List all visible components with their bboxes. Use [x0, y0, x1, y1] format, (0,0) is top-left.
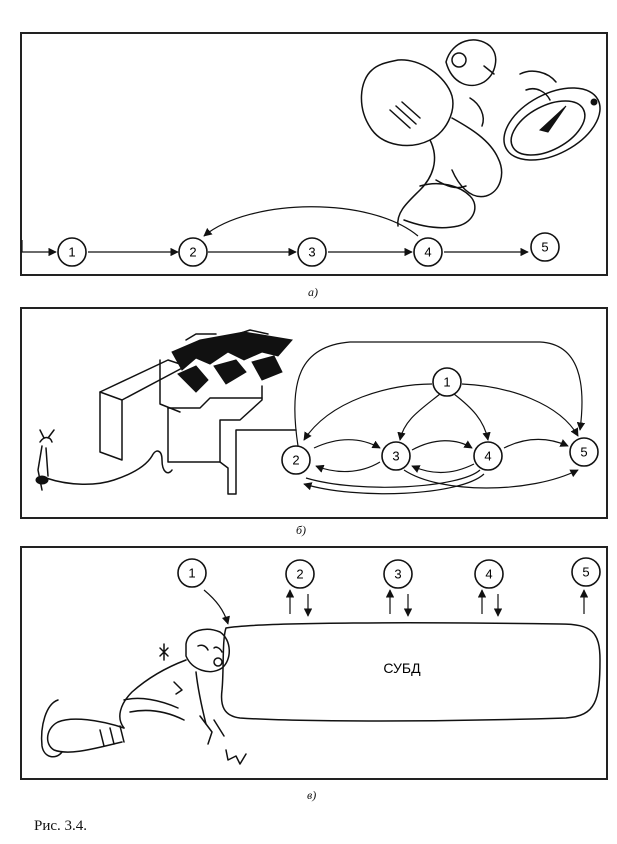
panel-b-node-3: 3 — [381, 441, 411, 471]
panel-c-caption: в) — [307, 788, 317, 802]
panel-c-dbms-label: СУБД — [383, 660, 421, 676]
panel-b-edge-3-5-bottom — [403, 469, 579, 489]
svg-text:2: 2 — [296, 567, 303, 582]
panel-c-node-5: 5 — [571, 557, 601, 587]
panel-b-edge-1-4 — [453, 393, 491, 441]
panel-a-node-3: 3 — [297, 237, 327, 267]
panel-a-caption: а) — [308, 285, 318, 299]
panel-c-dbms-box — [220, 622, 601, 722]
panel-b-edge-4-2-double — [304, 469, 485, 495]
panel-b-edge-2-3 — [313, 439, 381, 449]
panel-a-frame — [20, 32, 608, 276]
panel-c-node-2: 2 — [285, 559, 315, 589]
panel-b-node-4: 4 — [473, 441, 503, 471]
figure-caption: Рис. 3.4. — [34, 818, 88, 834]
panel-b-labyrinth-sketch — [35, 329, 297, 495]
panel-b-edge-2-5-top — [294, 341, 586, 447]
panel-c-edge-1-dbms — [203, 589, 230, 625]
panel-a-node-2: 2 — [178, 237, 208, 267]
svg-text:3: 3 — [394, 567, 401, 582]
panel-c-node-3: 3 — [383, 559, 413, 589]
panel-c-person-sketch — [40, 628, 247, 765]
panel-a-node-5: 5 — [530, 232, 560, 262]
panel-a-node-1: 1 — [57, 237, 87, 267]
panel-a-entry-arrow — [21, 240, 57, 257]
svg-text:5: 5 — [580, 445, 587, 460]
panel-c-node-1: 1 — [177, 558, 207, 588]
panel-b-caption: б) — [296, 523, 307, 537]
svg-text:2: 2 — [189, 245, 196, 260]
svg-text:4: 4 — [485, 567, 492, 582]
panel-a-edge-4-2-back — [203, 206, 419, 237]
panel-b-diagram: 1 2 3 4 5 — [35, 329, 599, 495]
panel-b-edge-1-3 — [397, 393, 441, 441]
svg-text:2: 2 — [292, 453, 299, 468]
svg-text:4: 4 — [484, 449, 491, 464]
svg-text:3: 3 — [392, 449, 399, 464]
svg-text:1: 1 — [188, 566, 195, 581]
panel-b-node-2: 2 — [281, 445, 311, 475]
panel-b-frame — [20, 307, 608, 519]
panel-b-edge-4-5 — [503, 438, 569, 449]
panel-b-node-1: 1 — [432, 367, 462, 397]
svg-text:5: 5 — [582, 565, 589, 580]
panel-b-node-5: 5 — [569, 437, 599, 467]
panel-a-node-4: 4 — [413, 237, 443, 267]
panel-c-node-4: 4 — [474, 559, 504, 589]
panel-b-edge-1-5 — [461, 383, 579, 437]
panel-c-frame — [20, 546, 608, 780]
panel-b-edge-4-3 — [411, 463, 475, 474]
svg-text:5: 5 — [541, 240, 548, 255]
svg-text:3: 3 — [308, 245, 315, 260]
panel-a-person-sketch — [360, 39, 601, 229]
panel-b-edge-1-2 — [303, 383, 433, 441]
panel-b-edge-3-4 — [411, 440, 473, 451]
svg-text:4: 4 — [424, 245, 431, 260]
svg-text:1: 1 — [68, 245, 75, 260]
panel-c-diagram: СУБД 1 — [40, 557, 601, 765]
svg-text:1: 1 — [443, 375, 450, 390]
panel-b-edge-3-2 — [315, 461, 381, 473]
panel-a-diagram: 1 2 3 4 5 — [21, 39, 601, 267]
